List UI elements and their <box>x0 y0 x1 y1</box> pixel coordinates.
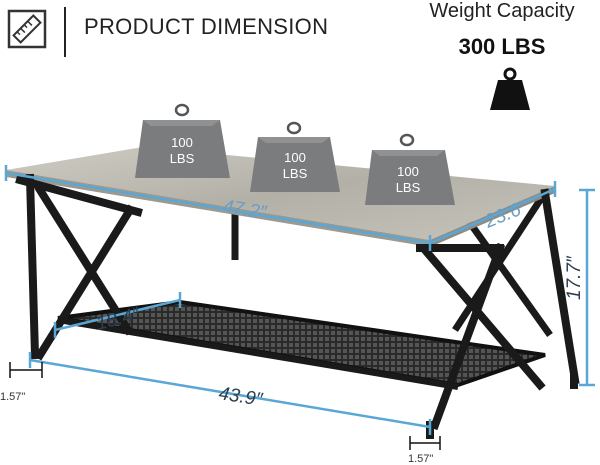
dimension-bottom-length: 43.9″ <box>217 383 265 411</box>
dimension-foot-left: 1.57" <box>0 391 25 403</box>
page-title: PRODUCT DIMENSION <box>84 14 329 39</box>
weight-capacity-value: 300 LBS <box>458 34 546 59</box>
weight-2-unit: LBS <box>283 166 308 181</box>
weight-2: 100 LBS <box>250 121 340 192</box>
dimension-height: 17.7″ <box>564 255 585 300</box>
dimension-foot-right: 1.57" <box>408 453 433 465</box>
weight-1-value: 100 <box>171 135 193 150</box>
weight-3: 100 LBS <box>365 133 455 205</box>
weight-capacity-label: Weight Capacity <box>429 0 575 22</box>
weight-1-unit: LBS <box>170 151 195 166</box>
weight-3-value: 100 <box>397 164 419 179</box>
weight-icon <box>490 67 530 110</box>
weight-2-value: 100 <box>284 150 306 165</box>
weight-1: 100 LBS <box>135 103 230 178</box>
header-divider <box>64 7 66 57</box>
ruler-pencil-icon <box>7 9 47 49</box>
weight-3-unit: LBS <box>396 180 421 195</box>
